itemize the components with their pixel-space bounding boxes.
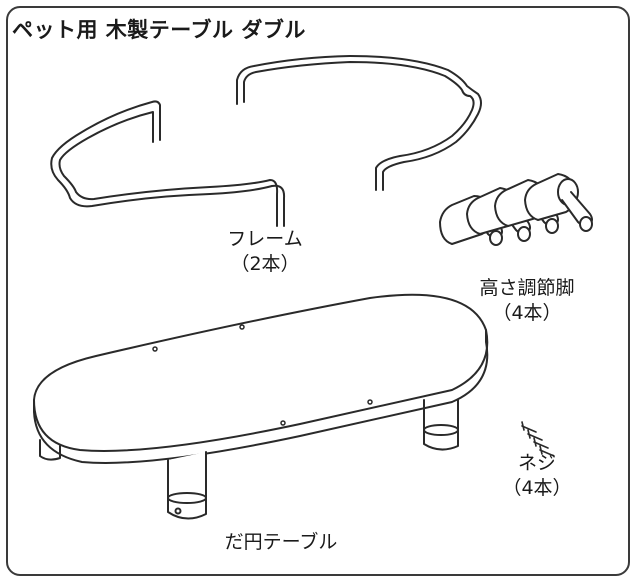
table-name: だ円テーブル — [224, 531, 338, 553]
legs-name: 高さ調節脚 — [479, 277, 575, 299]
label-table: だ円テーブル — [196, 530, 366, 555]
legs-qty: （4本） — [492, 302, 562, 324]
diagram-border — [6, 6, 630, 576]
frame-qty: （2本） — [230, 253, 300, 275]
frame-wire-left — [50, 100, 286, 227]
oval-table — [33, 293, 489, 520]
label-legs: 高さ調節脚 （4本） — [462, 276, 592, 326]
diagram-title: ペット用 木製テーブル ダブル — [12, 18, 306, 42]
frame-wire-right — [236, 55, 482, 191]
leg-part-4 — [524, 173, 593, 232]
frame-name: フレーム — [227, 228, 303, 250]
label-frame: フレーム （2本） — [205, 227, 325, 277]
screws-qty: （4本） — [502, 477, 572, 499]
screws-name: ネジ — [517, 452, 556, 474]
screw-parts — [521, 421, 555, 457]
label-screws: ネジ （4本） — [492, 451, 582, 501]
